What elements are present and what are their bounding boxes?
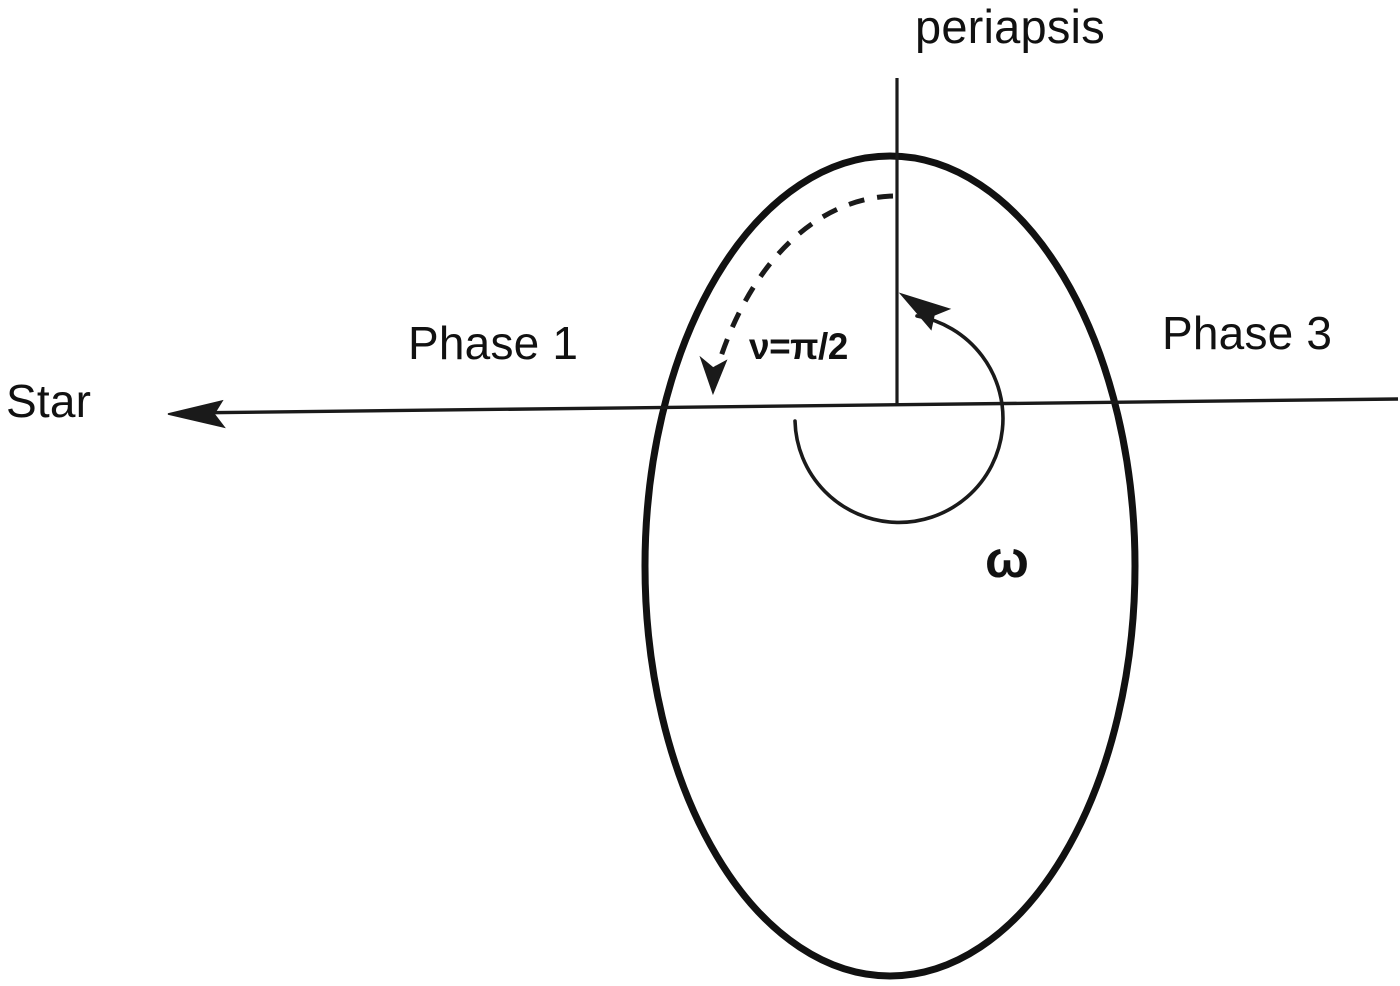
true-anomaly-label: ν=π/2 <box>749 326 848 367</box>
line-of-sight-axis <box>181 397 1399 415</box>
phase-3-label: Phase 3 <box>1162 307 1333 359</box>
omega-arc <box>793 314 1005 525</box>
star-label: Star <box>6 375 92 427</box>
true-anomaly-arrowhead-icon <box>699 355 728 396</box>
omega-arrowhead-icon <box>898 292 952 331</box>
omega-label: ω <box>985 531 1029 589</box>
periapsis-label: periapsis <box>915 0 1105 53</box>
phase-1-label: Phase 1 <box>408 317 579 369</box>
star-arrowhead-icon <box>167 399 226 429</box>
orbit-ellipse <box>641 152 1139 980</box>
